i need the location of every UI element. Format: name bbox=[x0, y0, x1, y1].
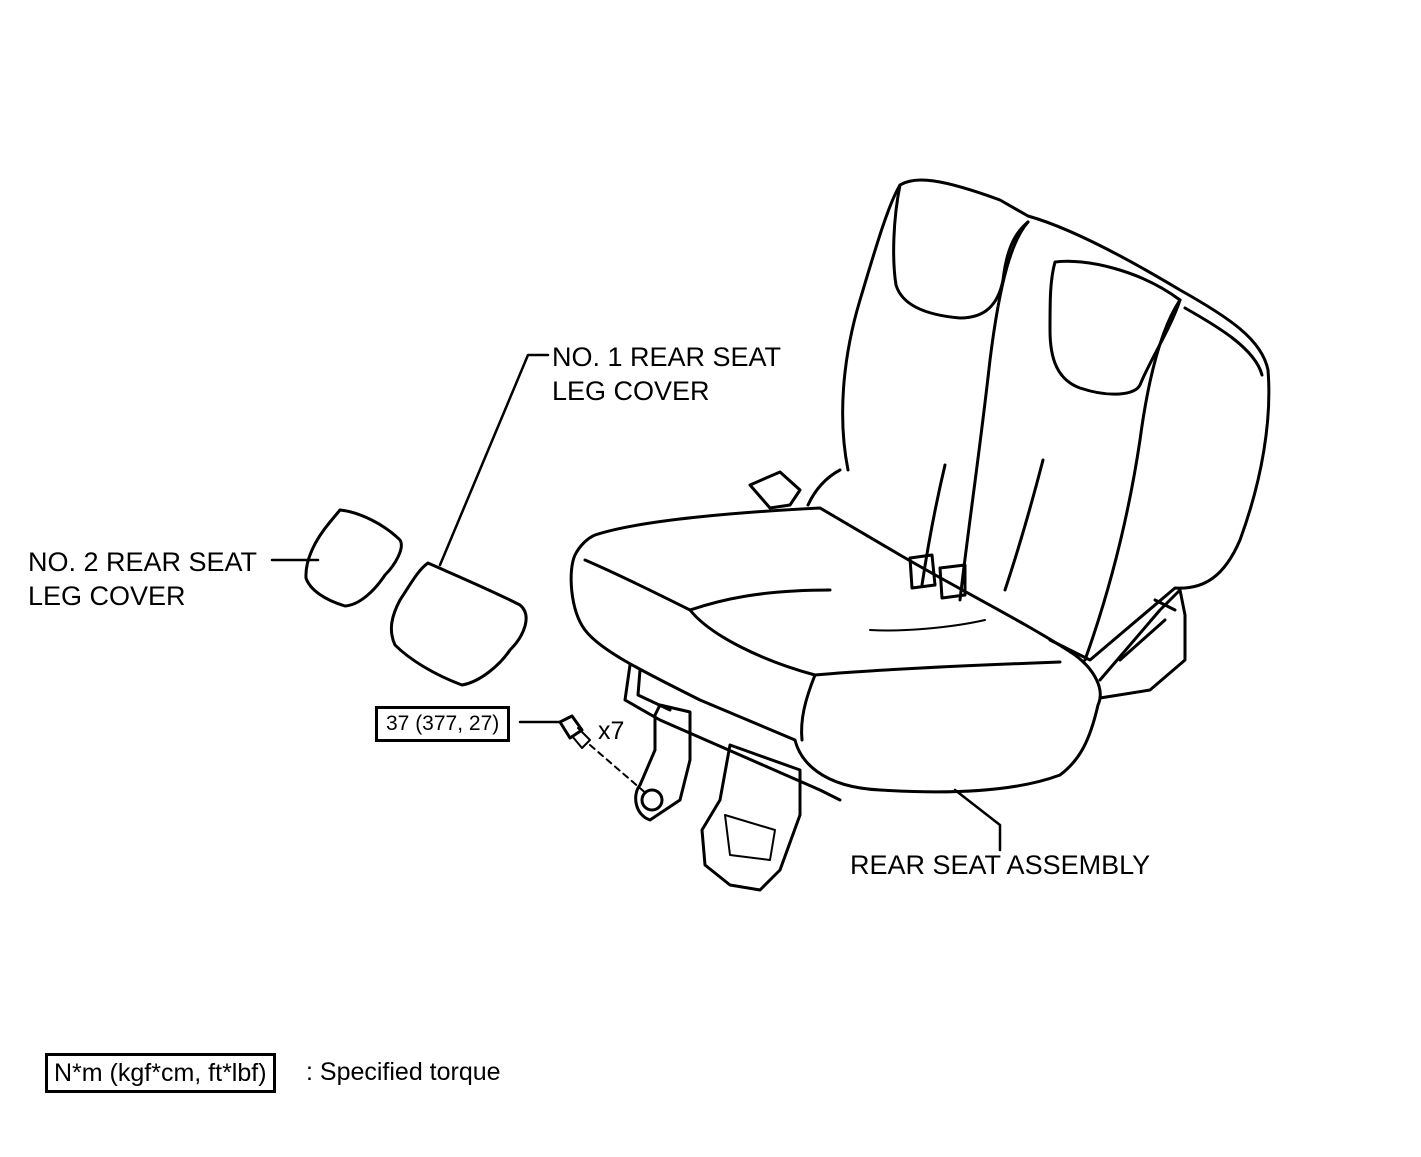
no2-leg-cover-label: NO. 2 REAR SEAT LEG COVER bbox=[28, 545, 257, 613]
no2-label-line1: NO. 2 REAR SEAT bbox=[28, 547, 258, 577]
legend-unit-box: N*m (kgf*cm, ft*lbf) bbox=[45, 1053, 276, 1093]
bolt-path-line bbox=[589, 744, 649, 796]
no1-leg-cover bbox=[389, 561, 528, 687]
seat-assembly-label: REAR SEAT ASSEMBLY bbox=[850, 850, 1151, 880]
legend-description: : Specified torque bbox=[306, 1058, 501, 1086]
belt-buckles bbox=[748, 468, 967, 600]
seat-frame bbox=[623, 663, 842, 892]
leader-seat-assembly bbox=[953, 788, 1002, 852]
torque-value-box: 37 (377, 27) bbox=[375, 706, 511, 742]
rear-hinge bbox=[1098, 588, 1187, 700]
seat-back bbox=[841, 178, 1271, 662]
no2-leg-cover bbox=[304, 508, 403, 608]
bolt-icon bbox=[558, 714, 591, 749]
no1-label-line1: NO. 1 REAR SEAT bbox=[552, 342, 782, 372]
leader-no1-cover bbox=[438, 353, 550, 567]
bolt-quantity: x7 bbox=[598, 717, 625, 745]
no1-leg-cover-label: NO. 1 REAR SEAT LEG COVER bbox=[552, 340, 781, 408]
no1-label-line2: LEG COVER bbox=[552, 376, 710, 406]
no2-label-line2: LEG COVER bbox=[28, 581, 186, 611]
seat-cushion bbox=[569, 506, 1102, 794]
